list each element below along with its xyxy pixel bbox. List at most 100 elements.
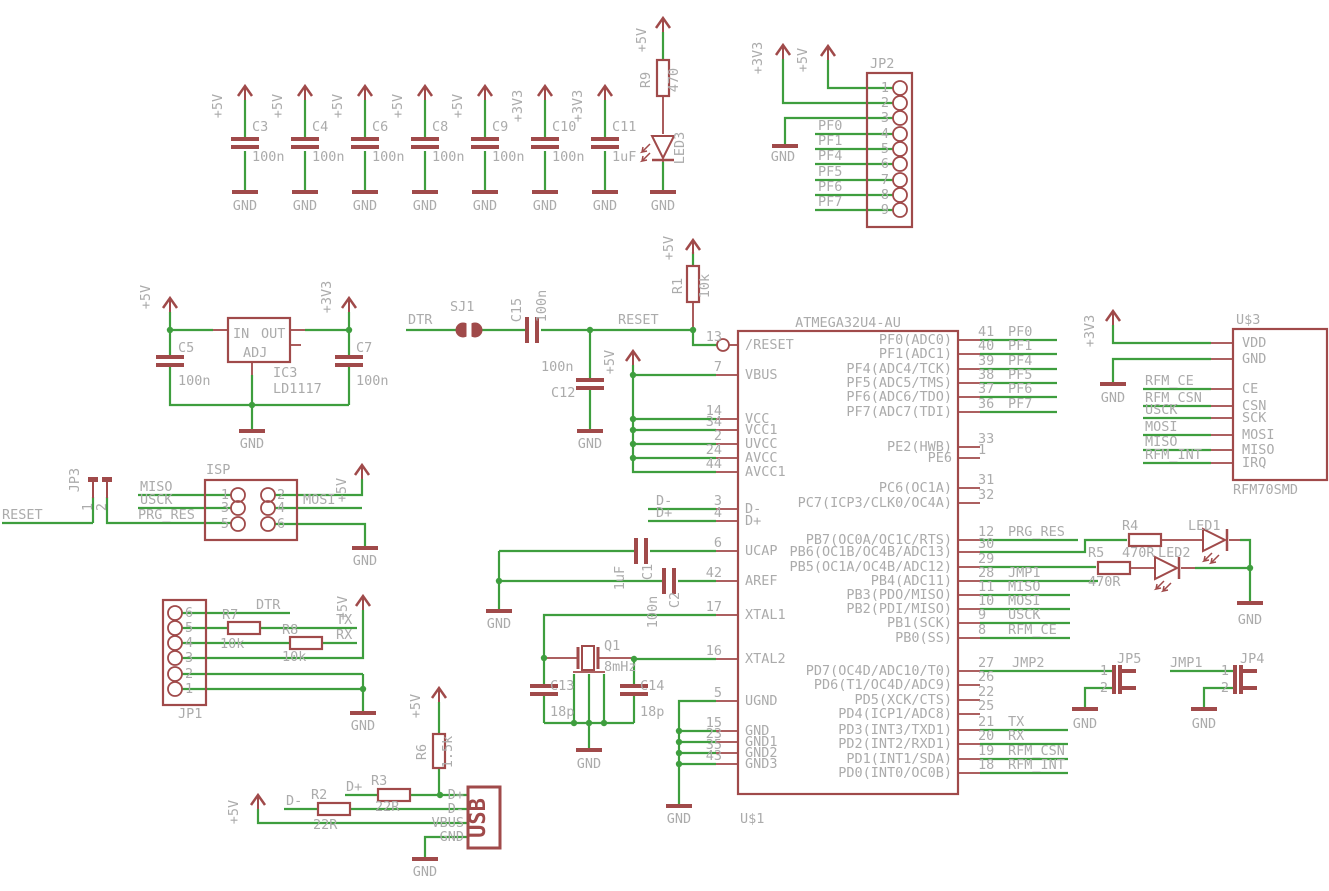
wire[interactable] [980,538,1127,554]
supply-c4-symbol[interactable] [296,83,314,100]
wire[interactable] [423,835,468,858]
isp-pad[interactable] [260,500,276,516]
jp2-pad[interactable] [892,95,908,111]
supply-reg-out-symbol[interactable] [340,295,358,312]
jp4-pins[interactable] [1233,665,1257,694]
supply-c10-symbol[interactable] [536,83,554,100]
jp1-body[interactable] [161,598,208,707]
reset-bubble[interactable] [716,338,730,352]
resistor-r4[interactable] [1127,532,1163,548]
wire[interactable] [691,330,717,347]
chip-body[interactable] [736,329,960,796]
led-led1[interactable] [1201,527,1229,565]
resistor-r5[interactable] [1096,560,1132,576]
isp-body[interactable] [203,478,299,542]
supply-jp2-5v-symbol[interactable] [819,43,837,60]
jp2-body[interactable] [865,71,914,229]
supply-jp2-3v3-symbol[interactable] [774,42,792,59]
isp-pad[interactable] [260,516,276,532]
capacitor-c15[interactable] [525,317,539,343]
resistor-r2[interactable] [316,801,352,817]
wire[interactable] [1111,325,1211,345]
wire[interactable] [105,497,231,525]
supply-c6-symbol[interactable] [356,83,374,100]
capacitor-c10[interactable] [531,137,559,149]
capacitor-c6[interactable] [351,137,379,149]
resistor-r7[interactable] [226,620,262,636]
resistor-r9[interactable] [655,58,671,98]
jp2-pad[interactable] [892,126,908,142]
isp-pad[interactable] [230,487,246,503]
wire[interactable] [1240,538,1252,568]
wire[interactable] [1111,357,1211,383]
resistor-r1[interactable] [685,264,701,304]
wire[interactable] [256,809,468,825]
solder-jumper-sj1[interactable] [455,321,483,339]
supply-jp1-symbol[interactable] [354,593,372,610]
capacitor-c4[interactable] [291,137,319,149]
isp-pad[interactable] [230,516,246,532]
jp1-pad[interactable] [167,620,183,636]
jp1-pad[interactable] [167,635,183,651]
rfm-body[interactable] [1231,327,1329,482]
isp-pad[interactable] [260,487,276,503]
wire[interactable] [631,365,716,474]
jp2-pad[interactable] [892,80,908,96]
jp1-pad[interactable] [167,666,183,682]
supply-c8-symbol[interactable] [416,83,434,100]
usb-body[interactable] [466,785,502,850]
jp1-pad[interactable] [167,681,183,697]
supply-usb-symbol[interactable] [249,792,267,809]
wire[interactable] [168,367,349,407]
wire[interactable] [781,59,893,105]
jp2-pad[interactable] [892,141,908,157]
supply-r9-symbol[interactable] [654,15,672,32]
supply-r6-symbol[interactable] [430,685,448,702]
resistor-r3[interactable] [376,787,412,803]
supply-rfm-symbol[interactable] [1104,308,1122,325]
wire[interactable] [542,613,716,658]
capacitor-c14[interactable] [620,684,648,696]
supply-reg-in-symbol[interactable] [161,295,179,312]
jp1-pad[interactable] [167,605,183,621]
capacitor-c1[interactable] [634,538,648,564]
jp2-pad[interactable] [892,156,908,172]
supply-r1-symbol[interactable] [684,237,702,254]
jp1-pad[interactable] [167,650,183,666]
capacitor-c5[interactable] [156,355,184,367]
jp2-pad[interactable] [892,172,908,188]
wire[interactable] [1083,686,1112,708]
wire[interactable] [182,610,365,660]
jp3-pins[interactable] [88,477,112,498]
wire[interactable] [275,522,367,547]
wire[interactable] [1202,686,1233,708]
isp-pad[interactable] [230,500,246,516]
crystal-q1[interactable] [576,645,600,671]
jp2-pad[interactable] [892,187,908,203]
resistor-r6[interactable] [431,732,447,770]
led-led3[interactable] [639,135,676,163]
wire[interactable] [275,479,364,497]
wire[interactable] [677,699,716,805]
supply-c3-symbol[interactable] [236,83,254,100]
capacitor-c9[interactable] [471,137,499,149]
capacitor-c7[interactable] [335,355,363,367]
capacitor-c11[interactable] [591,137,619,149]
capacitor-c8[interactable] [411,137,439,149]
supply-c11-symbol[interactable] [596,83,614,100]
supply-vcc-symbol[interactable] [624,348,642,365]
led-led2[interactable] [1153,555,1181,593]
capacitor-c2[interactable] [662,568,676,594]
wire[interactable] [826,60,893,90]
resistor-r8[interactable] [288,635,324,651]
jp5-pins[interactable] [1112,665,1136,694]
supply-isp-symbol[interactable] [353,462,371,479]
jp2-pad[interactable] [892,202,908,218]
wire[interactable] [783,116,893,144]
capacitor-c13[interactable] [530,684,558,696]
supply-c9-symbol[interactable] [476,83,494,100]
regulator-body[interactable] [226,316,292,364]
jp2-pad[interactable] [892,110,908,126]
capacitor-c3[interactable] [231,137,259,149]
capacitor-c12[interactable] [576,378,604,390]
